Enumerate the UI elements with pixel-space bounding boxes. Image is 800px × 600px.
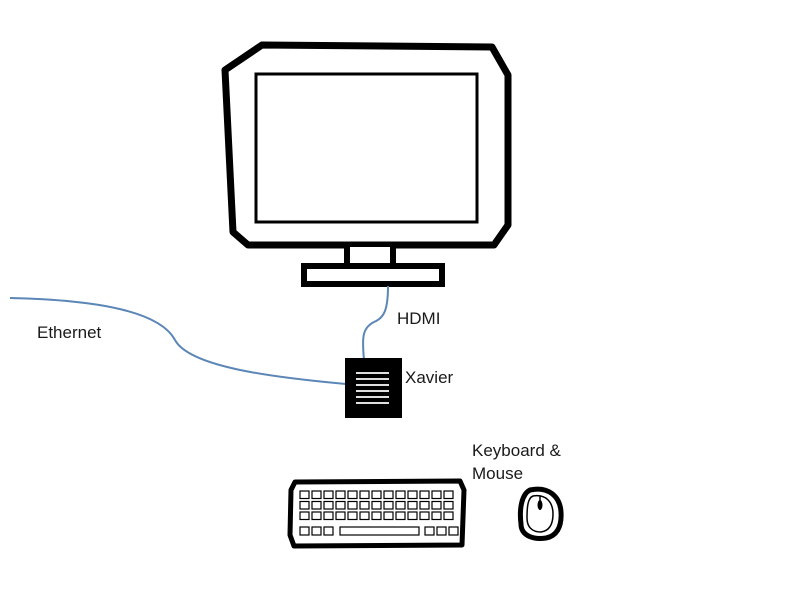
keyboard-key	[407, 511, 418, 521]
keyboard-key	[335, 511, 346, 521]
monitor-icon	[221, 41, 512, 287]
keyboard-key	[359, 500, 370, 510]
keyboard-spacebar	[339, 526, 420, 536]
keyboard-key	[299, 511, 310, 521]
keyboard-key	[395, 490, 406, 500]
keyboard-key	[335, 490, 346, 500]
keyboard-key	[371, 500, 382, 510]
keyboard-key	[443, 500, 454, 510]
xavier-label: Xavier	[405, 368, 454, 387]
keyboard-key	[419, 511, 430, 521]
keyboard-icon	[287, 478, 467, 549]
keyboard-key	[371, 511, 382, 521]
keyboard-key	[347, 490, 358, 500]
keyboard-key	[436, 526, 447, 536]
keyboard-mouse-label: Keyboard & Mouse	[472, 441, 561, 483]
keyboard-key	[424, 526, 435, 536]
keyboard-key	[299, 526, 310, 536]
keyboard-key	[383, 490, 394, 500]
monitor-screen	[254, 72, 479, 224]
keyboard-key	[395, 500, 406, 510]
keyboard-key	[323, 511, 334, 521]
mouse-icon	[517, 486, 564, 541]
ethernet-cable	[9, 297, 347, 385]
keyboard-key	[383, 500, 394, 510]
keyboard-key	[431, 490, 442, 500]
hdmi-label: HDMI	[397, 309, 441, 328]
keyboard-key	[359, 490, 370, 500]
keyboard-key	[407, 490, 418, 500]
keyboard-key	[359, 511, 370, 521]
monitor-stand-base	[301, 263, 445, 287]
keyboard-key	[311, 490, 322, 500]
keyboard-key	[347, 500, 358, 510]
keyboard-key	[311, 526, 322, 536]
xavier-device-icon	[345, 358, 402, 418]
keyboard-key	[299, 490, 310, 500]
keyboard-key	[395, 511, 406, 521]
keyboard-key	[335, 500, 346, 510]
mouse-scroll-wheel	[537, 500, 543, 510]
keyboard-key	[311, 500, 322, 510]
keyboard-key	[419, 500, 430, 510]
keyboard-key	[443, 490, 454, 500]
xavier-vent-lines	[356, 372, 389, 404]
keyboard-key	[383, 511, 394, 521]
mouse-inner	[526, 494, 554, 533]
keyboard-key	[311, 511, 322, 521]
keyboard-key	[431, 511, 442, 521]
hdmi-cable	[362, 285, 389, 361]
keyboard-key	[407, 500, 418, 510]
keyboard-key	[448, 526, 459, 536]
keyboard-key	[371, 490, 382, 500]
keyboard-key	[299, 500, 310, 510]
keyboard-keys	[299, 490, 459, 536]
ethernet-label: Ethernet	[37, 323, 102, 342]
keyboard-key	[323, 490, 334, 500]
keyboard-key	[323, 526, 334, 536]
keyboard-key	[323, 500, 334, 510]
keyboard-key	[419, 490, 430, 500]
keyboard-key	[443, 511, 454, 521]
keyboard-key	[431, 500, 442, 510]
keyboard-key	[347, 511, 358, 521]
xavier-box	[345, 358, 402, 418]
